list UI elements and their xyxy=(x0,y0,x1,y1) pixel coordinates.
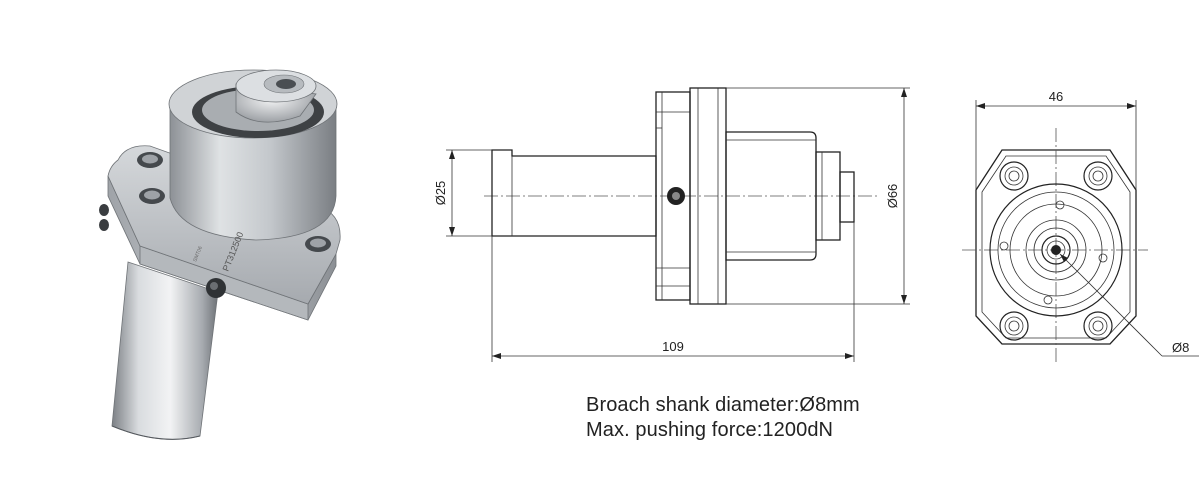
front-bolt xyxy=(1083,161,1113,191)
dim-shank-diameter: Ø25 xyxy=(433,149,492,237)
photo-shank xyxy=(111,261,219,440)
dim-shank-diameter-label: Ø25 xyxy=(433,181,448,206)
front-body-circle xyxy=(989,183,1123,317)
photo-bolt xyxy=(305,236,331,252)
side-cylinder xyxy=(725,131,817,261)
dim-broach-diameter-label: Ø8 xyxy=(1172,340,1189,355)
dim-flange-width-label: 46 xyxy=(1049,89,1063,104)
photo-small-marking: SMT06 xyxy=(192,245,204,262)
front-small-hole xyxy=(999,241,1009,251)
spec-max-pushing-force: Max. pushing force:1200dN xyxy=(586,419,834,441)
front-small-hole xyxy=(1043,295,1053,305)
photo-bolt xyxy=(139,188,165,204)
dim-flange-diameter: Ø66 xyxy=(726,87,910,305)
dim-overall-length: 109 xyxy=(491,222,855,362)
side-shank xyxy=(491,149,657,237)
front-bolt xyxy=(999,161,1029,191)
front-flange-outline xyxy=(975,149,1137,345)
side-view-drawing: Ø25 Ø66 109 xyxy=(433,87,910,362)
front-bolt xyxy=(1083,311,1113,341)
front-bore-circle xyxy=(1041,235,1071,265)
dim-broach-diameter: Ø8 xyxy=(1059,253,1199,357)
front-small-hole xyxy=(1098,253,1108,263)
dim-flange-diameter-label: Ø66 xyxy=(885,184,900,209)
product-photo: PT312500 SMT06 xyxy=(99,69,341,440)
dim-flange-width: 46 xyxy=(975,89,1137,190)
photo-bolt xyxy=(137,152,163,168)
side-cap xyxy=(839,171,855,223)
front-view-drawing: 46 Ø8 xyxy=(962,89,1199,362)
front-bolt xyxy=(999,311,1029,341)
photo-body xyxy=(169,99,337,241)
spec-broach-shank-diameter: Broach shank diameter:Ø8mm xyxy=(586,394,860,416)
front-small-hole xyxy=(1055,200,1065,210)
dim-overall-length-label: 109 xyxy=(662,339,684,354)
